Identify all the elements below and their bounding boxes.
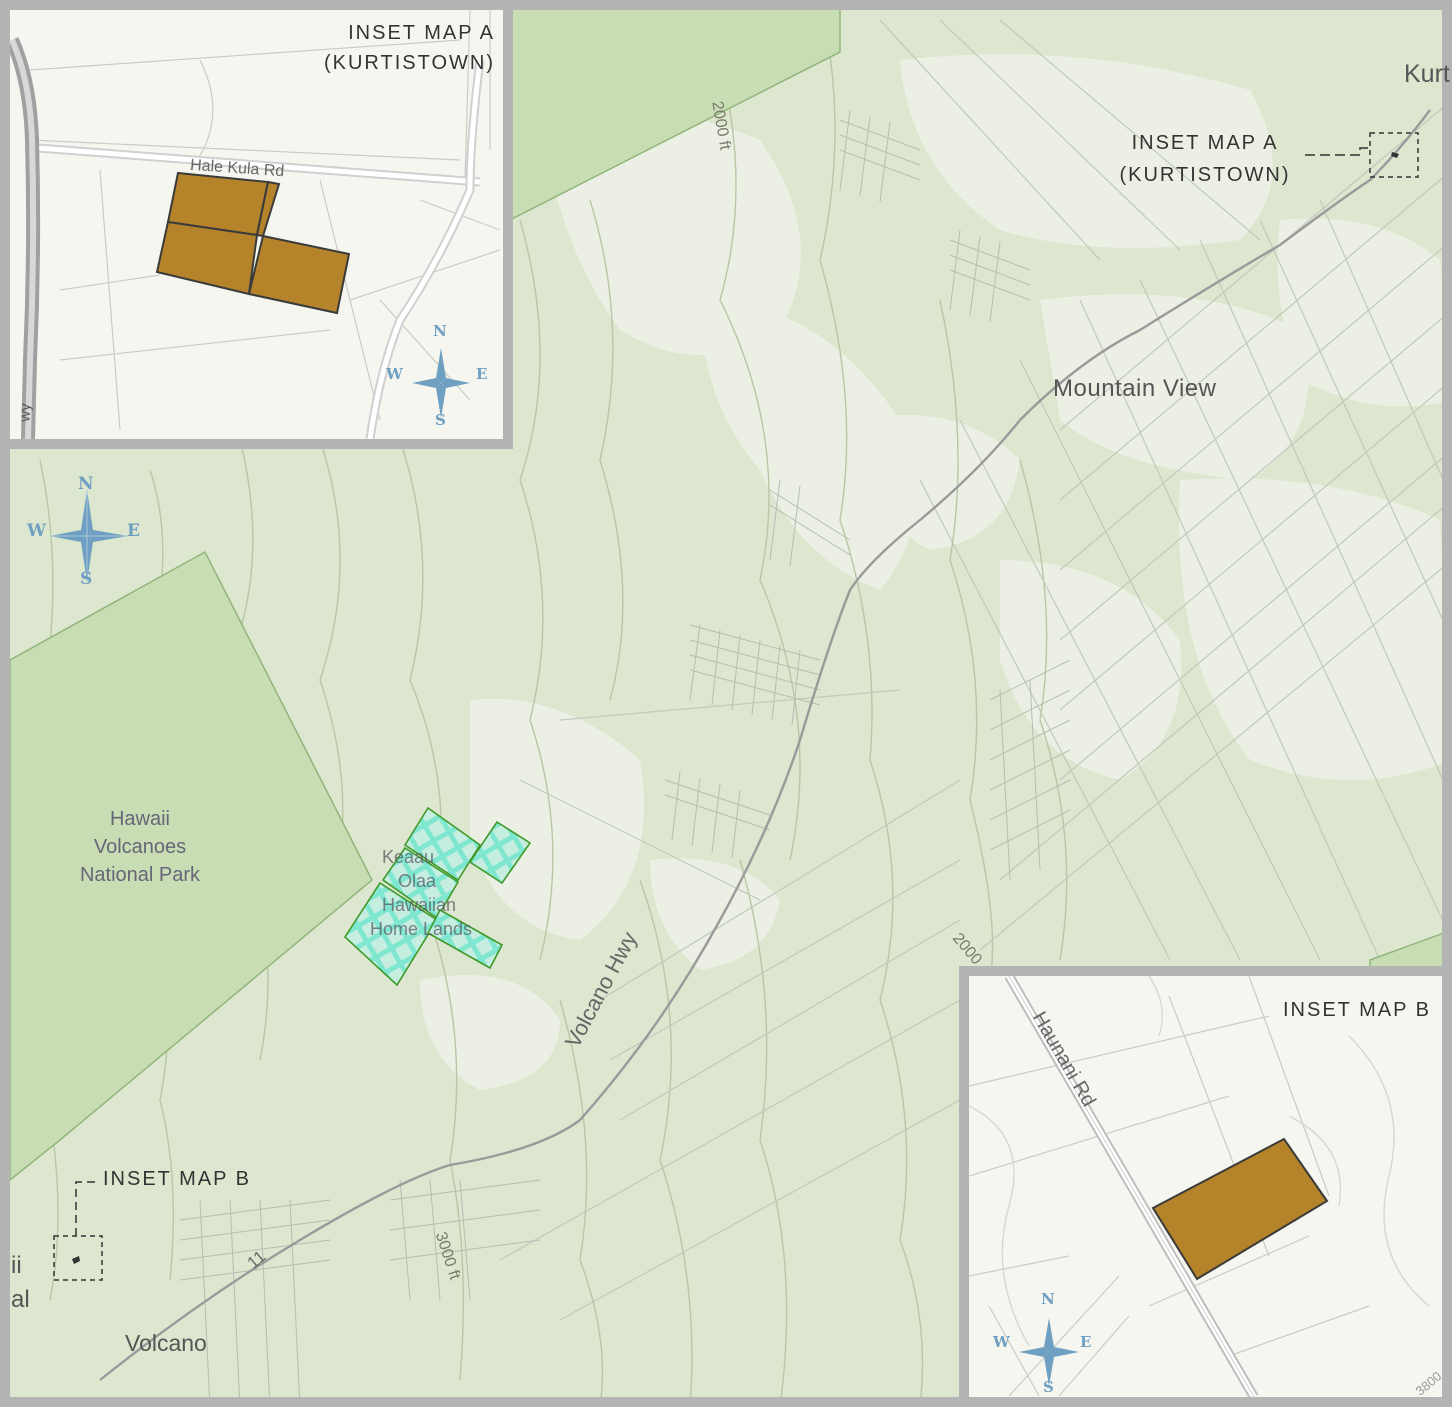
volcano-hwy-road[interactable] xyxy=(99,109,1431,1381)
park-label-line1: Hawaii xyxy=(109,808,171,830)
home-lands-label-line1: Keaau xyxy=(382,847,435,867)
inset-b-parcel[interactable] xyxy=(1151,1137,1329,1281)
inset-a-callout-line1: INSET MAP A xyxy=(1131,132,1279,154)
home-lands-label-line2: Olaa xyxy=(398,871,437,891)
inset-a-parcels[interactable] xyxy=(155,171,351,315)
inset-a-hwy-label: wy xyxy=(16,403,34,422)
kurtistown-label: Kurt xyxy=(1404,60,1450,88)
inset-b-compass-n: N xyxy=(1041,1290,1055,1308)
inset-a-title: INSET MAP A (KURTISTOWN) xyxy=(305,18,495,78)
inset-a-locator[interactable] xyxy=(1305,132,1419,178)
hawaii-volcanoes-national-park[interactable] xyxy=(9,0,1452,1182)
inset-a-callout-line2: (KURTISTOWN) xyxy=(1119,164,1291,186)
park-label-line2: Volcanoes xyxy=(93,836,187,858)
inset-b-locator[interactable] xyxy=(53,1181,103,1281)
inset-map-b[interactable]: INSET MAP B Haunani Rd 3800 N S W E xyxy=(959,966,1452,1407)
compass-e-label: E xyxy=(127,521,140,541)
national-park-label: Hawaii Volcanoes National Park xyxy=(40,805,240,889)
inset-b-compass-e: E xyxy=(1080,1333,1092,1351)
compass-n-label: N xyxy=(78,474,94,494)
inset-a-callout: INSET MAP A (KURTISTOWN) xyxy=(1100,127,1310,191)
inset-a-compass-e: E xyxy=(476,365,488,383)
compass-s-label: S xyxy=(80,569,93,589)
park-edge-label-1: ii xyxy=(11,1252,22,1279)
park-edge-label-2: al xyxy=(11,1286,30,1313)
inset-a-title-line1: INSET MAP A xyxy=(348,22,495,44)
hawaiian-home-lands-parcels[interactable] xyxy=(343,806,532,987)
inset-a-map-graphic[interactable] xyxy=(10,10,503,439)
inset-a-compass-w: W xyxy=(386,365,403,383)
mountain-view-label: Mountain View xyxy=(1053,375,1217,402)
home-lands-label-line4: Home Lands xyxy=(370,919,473,939)
local-roads xyxy=(499,19,1452,1321)
inset-b-compass-w: W xyxy=(993,1333,1010,1351)
park-label-line3: National Park xyxy=(79,864,201,886)
inset-b-compass-s: S xyxy=(1043,1378,1054,1396)
home-lands-label: Keaau Olaa Hawaiian Home Lands xyxy=(370,845,490,941)
inset-a-title-line2: (KURTISTOWN) xyxy=(323,52,495,74)
compass-rose-icon xyxy=(50,490,128,582)
inset-b-title: INSET MAP B xyxy=(1283,999,1431,1021)
compass-w-label: W xyxy=(27,521,47,541)
inset-a-compass-s: S xyxy=(435,411,446,429)
inset-a-compass-rose-icon xyxy=(412,348,470,418)
inset-b-callout: INSET MAP B xyxy=(103,1168,251,1190)
inset-b-compass-rose-icon xyxy=(1019,1318,1079,1386)
inset-a-compass-n: N xyxy=(433,322,447,340)
inset-b-contours xyxy=(969,976,1430,1347)
cleared-land-patches xyxy=(420,54,1452,1090)
subdivision-blocks xyxy=(179,109,1071,1407)
inset-map-a[interactable]: Hale Kula Rd INSET MAP A (KURTISTOWN) wy… xyxy=(0,0,513,449)
volcano-town-label: Volcano xyxy=(125,1330,207,1356)
home-lands-label-line3: Hawaiian xyxy=(382,895,457,915)
